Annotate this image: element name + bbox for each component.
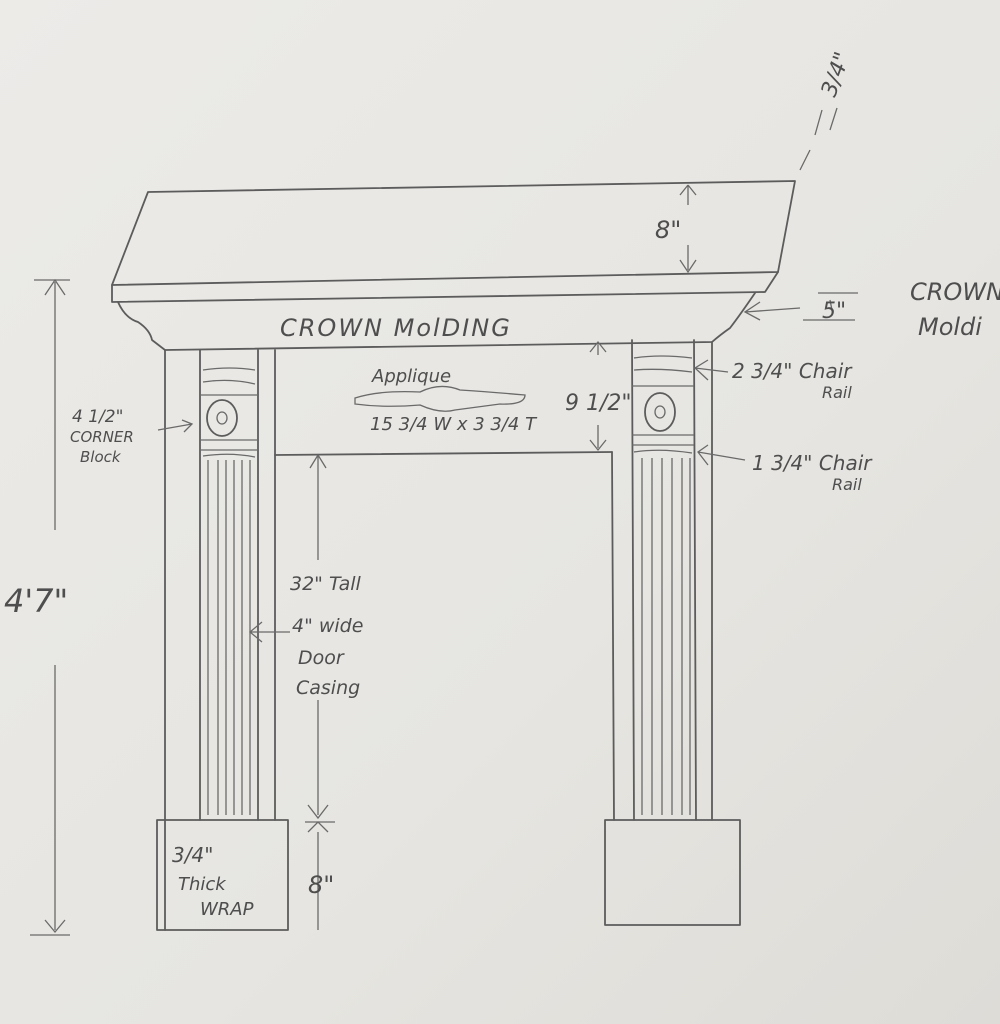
frieze-height-label: 9 1/2" — [565, 391, 632, 416]
casing-label-4: Casing — [296, 677, 360, 699]
corner-block-label-1: 4 1/2" — [72, 407, 123, 427]
left-plinth — [156, 819, 289, 931]
wrap-label-2: Thick — [178, 874, 227, 895]
casing-label-3: Door — [298, 647, 345, 669]
wrap-label-1: 3/4" — [172, 843, 213, 867]
casing-label-1: 32" Tall — [290, 573, 361, 595]
crown-label-line2: Moldi — [918, 313, 982, 341]
shelf-height-label: 8" — [655, 216, 681, 244]
applique-label: Applique — [371, 366, 451, 387]
wrap-label-3: WRAP — [200, 899, 254, 920]
upper-chair-rail-label-2: Rail — [822, 383, 852, 402]
applique-ornament — [354, 385, 526, 412]
dimension-lines — [30, 107, 858, 936]
total-height-label: 4'7" — [4, 582, 68, 620]
mantel-shelf — [111, 180, 796, 303]
crown-label-line1: CROWN — [910, 278, 1000, 306]
rosette-right — [644, 392, 676, 432]
overhang-label: 3/4" — [817, 49, 856, 100]
corner-block-label-2: CORNER — [70, 428, 134, 446]
lower-chair-rail-label: 1 3/4" Chair — [752, 451, 873, 475]
upper-chair-rail-label: 2 3/4" Chair — [732, 359, 853, 383]
applique-size-label: 15 3/4 W x 3 3/4 T — [370, 414, 538, 435]
annotations: 3/4" 8" CROWN Moldi 5" CROWN MolDING App… — [4, 49, 1000, 920]
left-pilaster — [156, 349, 289, 931]
casing-label-2: 4" wide — [292, 615, 363, 637]
right-pilaster — [604, 339, 741, 926]
lower-chair-rail-label-2: Rail — [832, 475, 862, 494]
opening-header — [274, 451, 613, 456]
crown-molding-label: CROWN MolDING — [280, 314, 512, 342]
crown-height-label: 5" — [822, 299, 846, 324]
rosette-left — [206, 399, 238, 437]
plinth-height-label: 8" — [308, 871, 334, 899]
corner-block-label-3: Block — [80, 448, 122, 466]
right-plinth — [604, 819, 741, 926]
